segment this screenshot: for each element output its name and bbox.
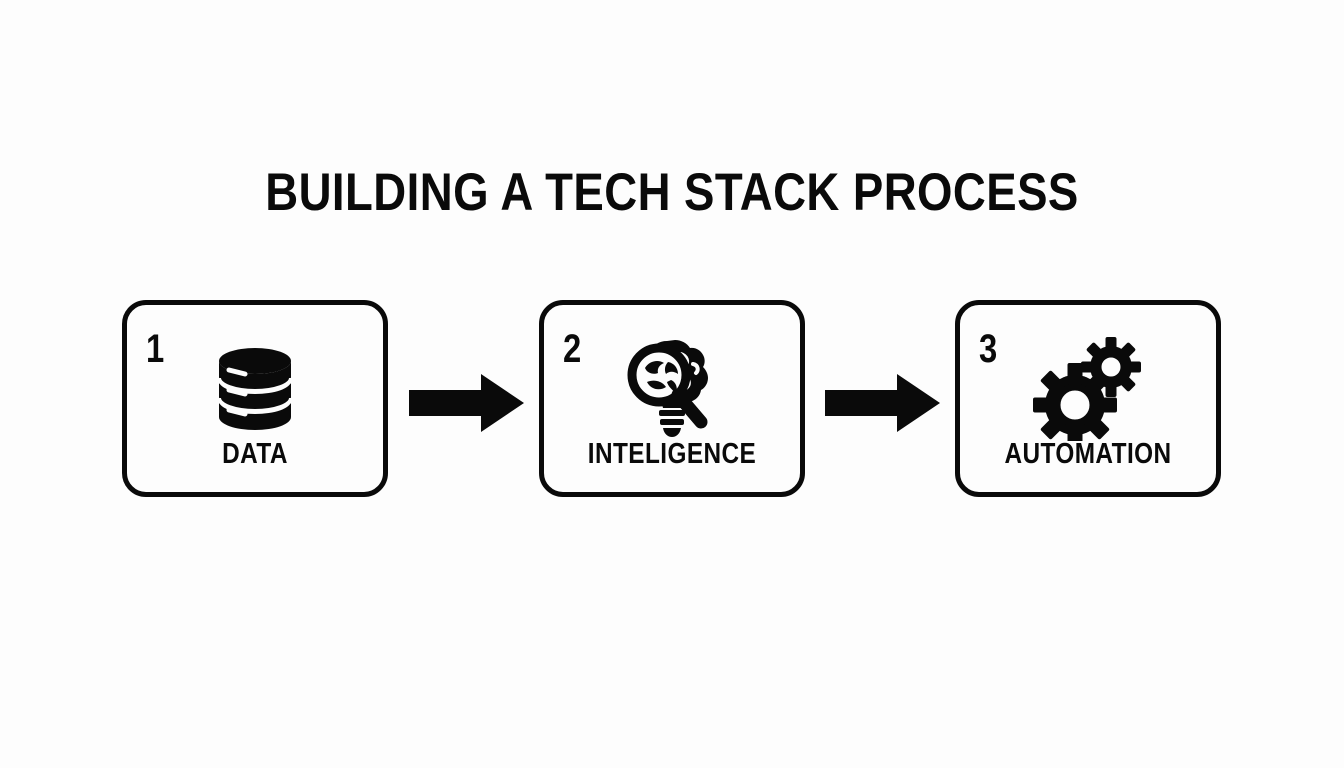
step-label: DATA xyxy=(222,438,288,470)
step-number: 1 xyxy=(146,327,165,371)
step-card-data[interactable]: 1 xyxy=(122,300,388,497)
step-label: AUTOMATION xyxy=(1004,438,1172,470)
step-number: 3 xyxy=(979,327,998,371)
arrow-right-icon xyxy=(409,374,524,432)
process-flow: 1 xyxy=(122,300,1222,500)
brain-magnifier-icon xyxy=(544,339,800,439)
gears-icon xyxy=(960,337,1216,441)
arrow-right-icon xyxy=(825,374,940,432)
step-card-automation[interactable]: 3 xyxy=(955,300,1221,497)
step-label: INTELIGENCE xyxy=(587,438,757,470)
page-title: BUILDING A TECH STACK PROCESS xyxy=(265,163,1079,222)
step-number: 2 xyxy=(563,327,582,371)
database-icon xyxy=(127,339,383,439)
step-card-inteligence[interactable]: 2 xyxy=(539,300,805,497)
